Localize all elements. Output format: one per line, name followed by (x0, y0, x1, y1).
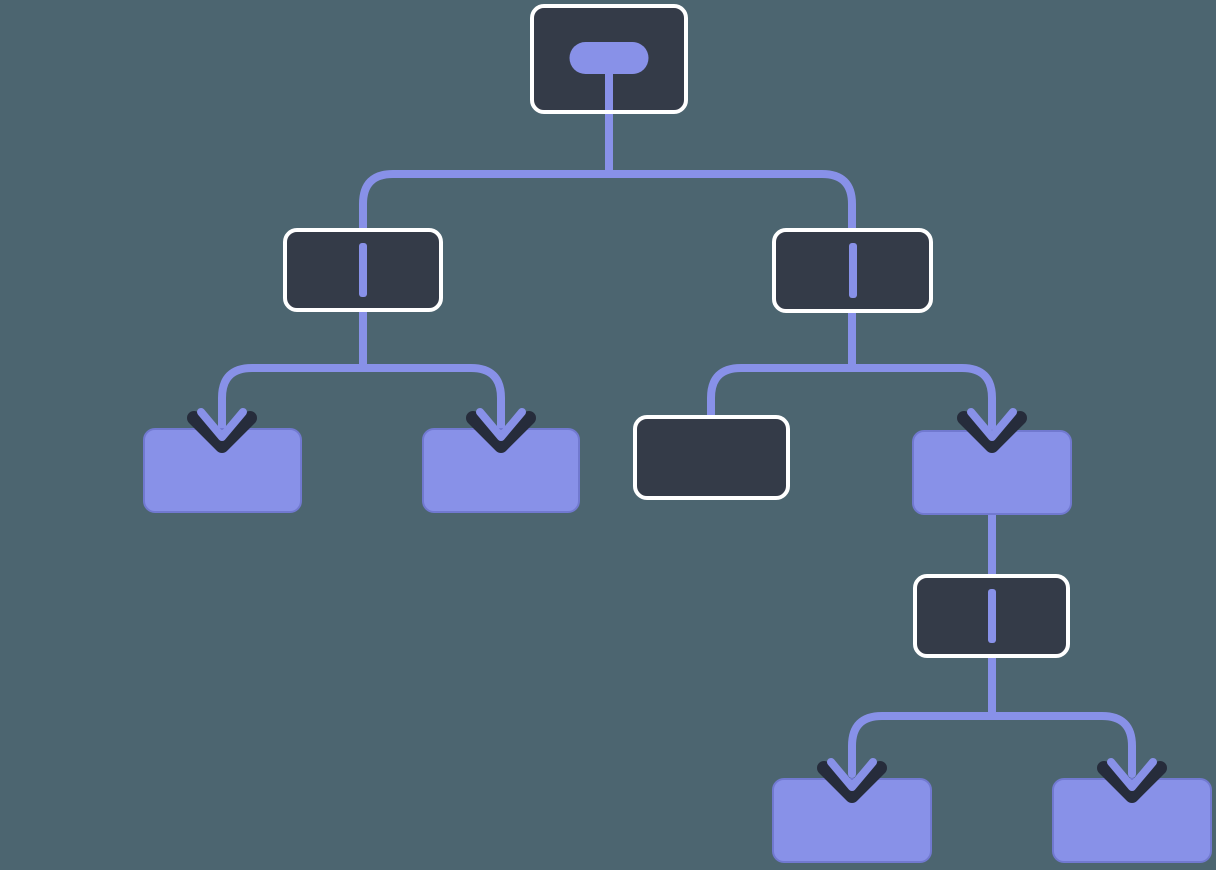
tree-node-branch-right (772, 228, 933, 313)
root-pill-stem (605, 68, 613, 110)
root-pill-icon (569, 42, 649, 74)
tree-node-branch-lower (913, 574, 1070, 658)
node-pass-through-line (848, 243, 857, 298)
tree-node-leaf-dark (633, 415, 790, 500)
tree-node-leaf-bottom-2 (1052, 778, 1212, 863)
node-pass-through-line (987, 589, 996, 643)
tree-node-leaf-left-2 (422, 428, 580, 513)
tree-node-leaf-bottom-1 (772, 778, 932, 863)
tree-node-leaf-left-1 (143, 428, 302, 513)
node-pass-through-line (359, 243, 367, 297)
tree-node-branch-left (283, 228, 443, 312)
tree-node-root (530, 4, 688, 114)
tree-node-mid-purple (912, 430, 1072, 515)
